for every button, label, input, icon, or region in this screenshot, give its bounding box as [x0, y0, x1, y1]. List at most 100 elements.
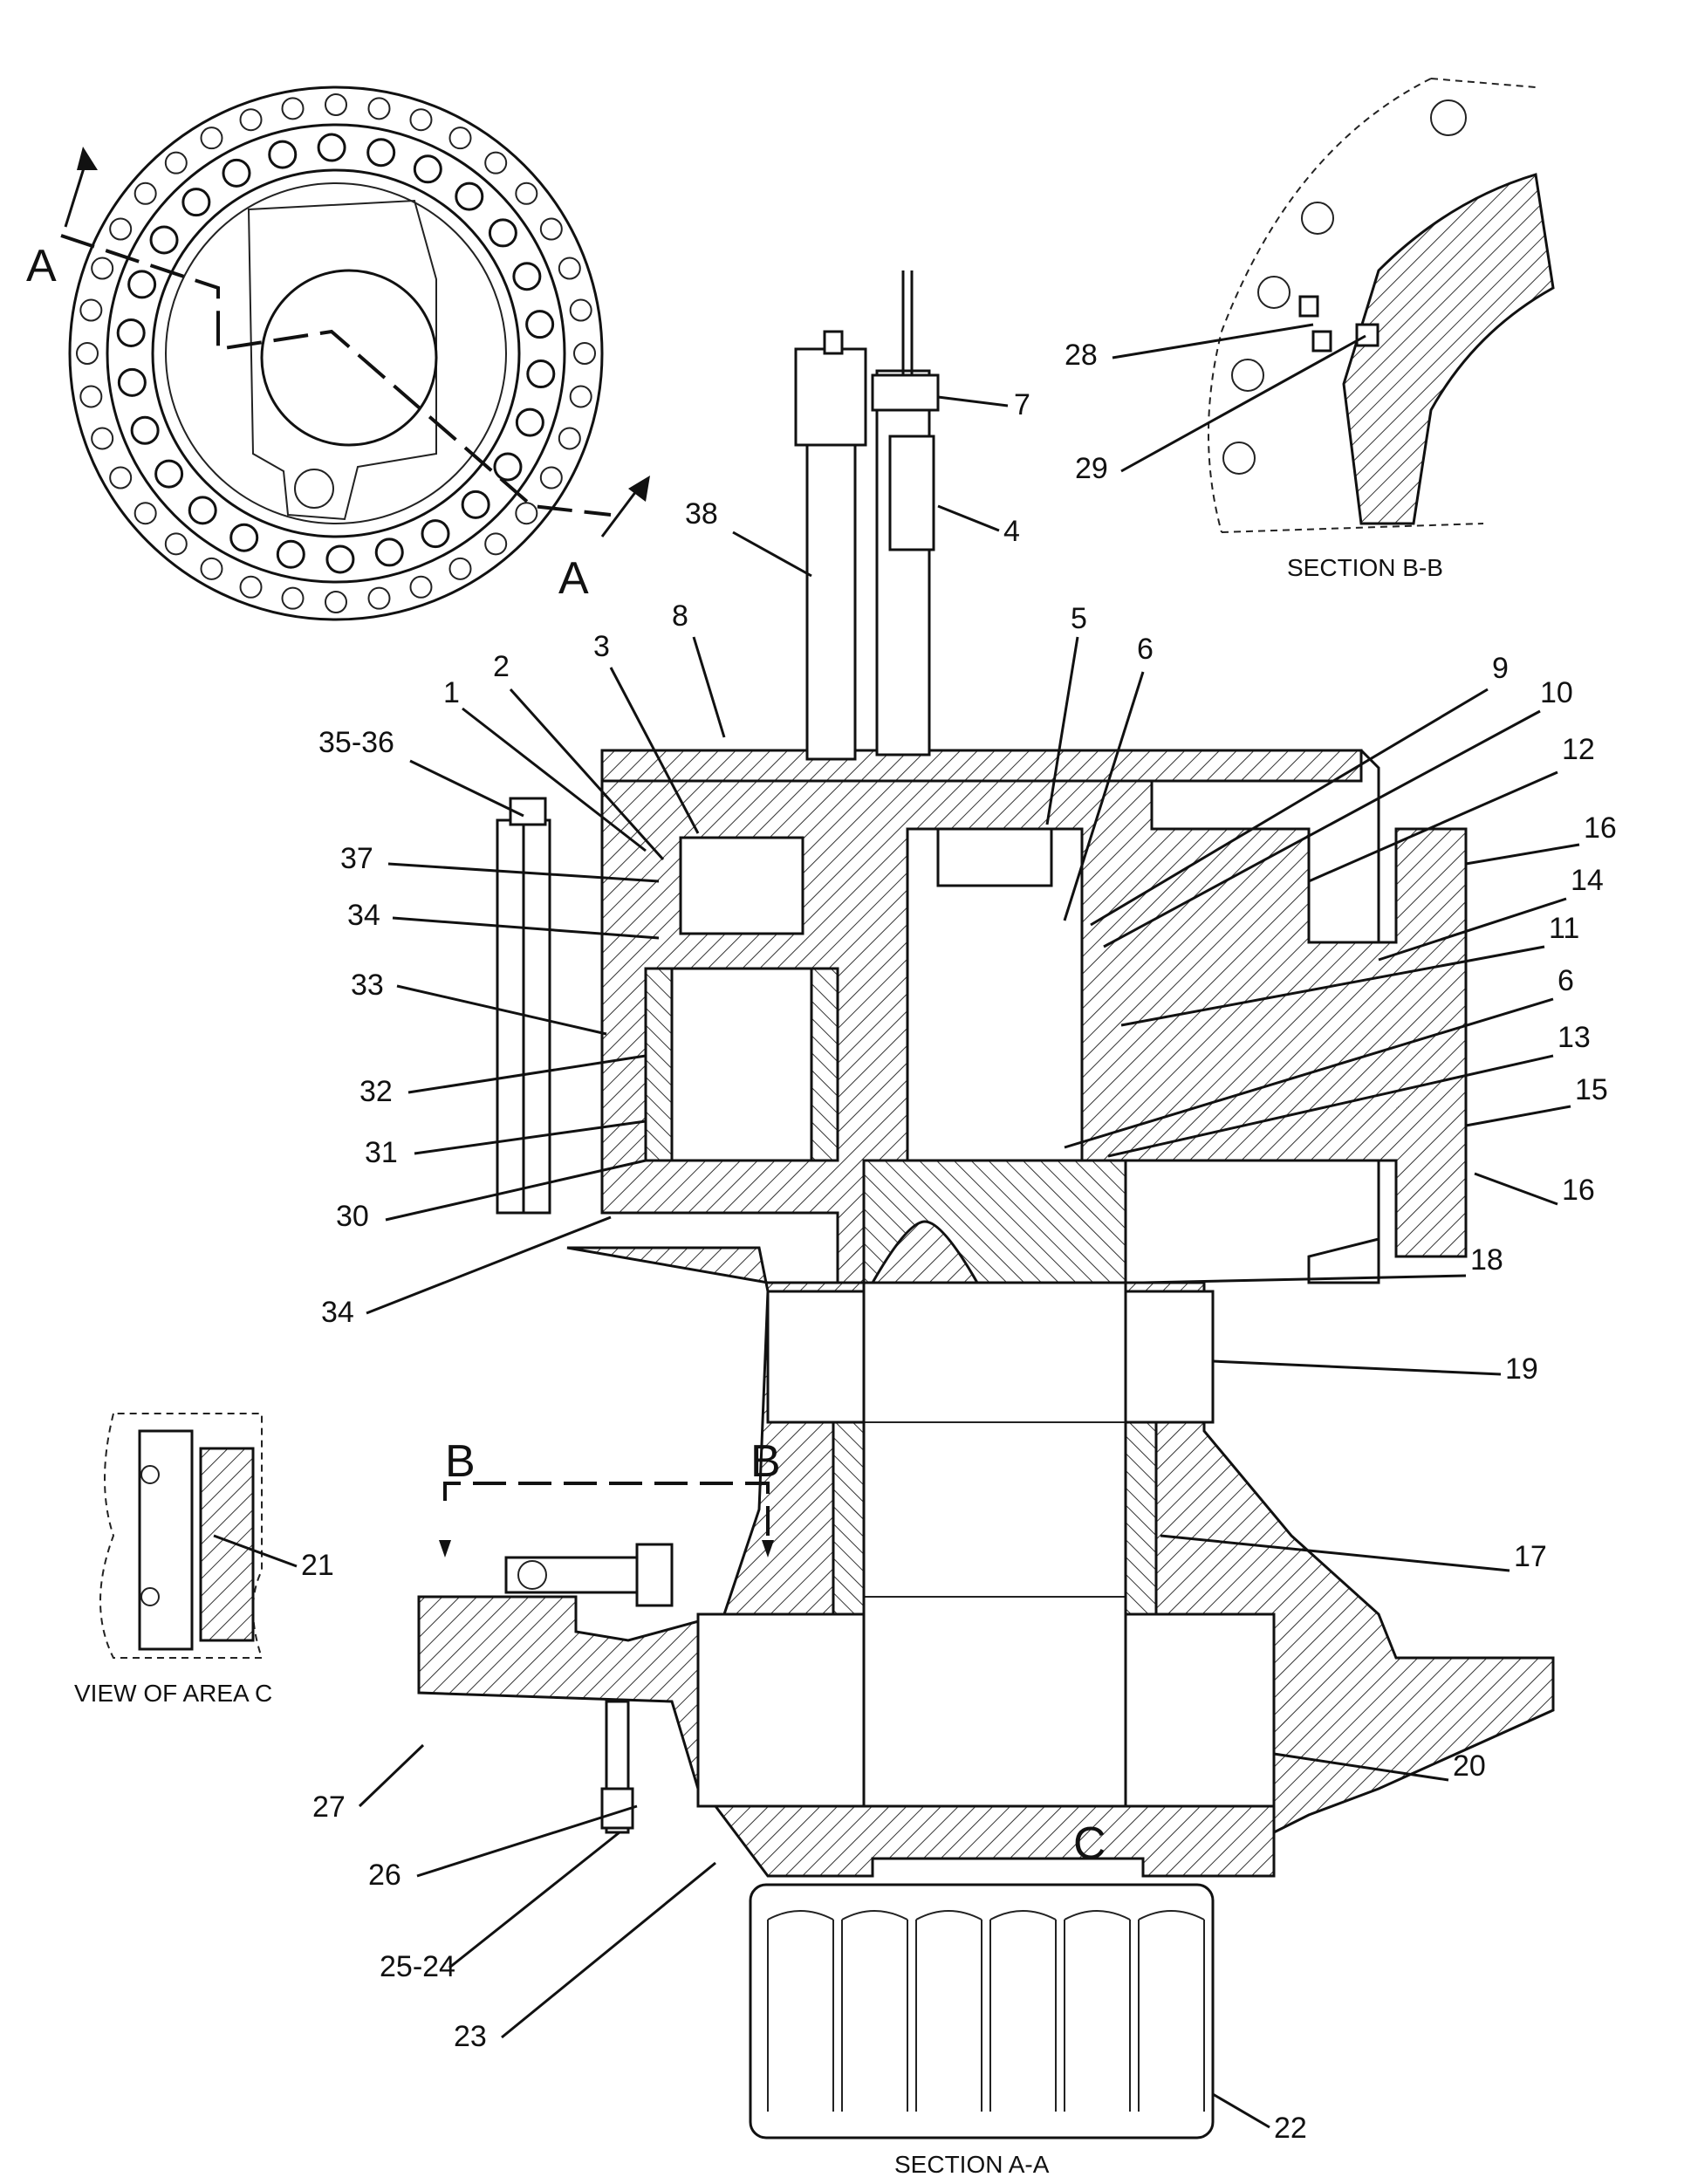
bolt-hole — [134, 181, 157, 205]
bolt-hole — [127, 270, 157, 299]
section-aa-caption: SECTION A-A — [894, 2151, 1050, 2178]
bolt-hole — [109, 466, 133, 490]
callout-leader-line — [1212, 2092, 1270, 2129]
callout-leader-line — [462, 707, 647, 852]
callout-20: 20 — [1453, 1749, 1486, 1783]
callout-7: 7 — [1014, 388, 1030, 421]
bolt-hole — [200, 127, 223, 150]
callout-leaders — [213, 323, 1580, 2129]
callout-leader-line — [1120, 334, 1366, 473]
callout-37: 37 — [340, 842, 373, 875]
callout-leader-line — [416, 1804, 638, 1878]
callout-9: 9 — [1492, 652, 1509, 685]
bolt-hole — [569, 385, 592, 408]
callout-leader-line — [609, 667, 700, 834]
callout-26: 26 — [368, 1859, 401, 1892]
section-b-right-marker: B — [750, 1436, 781, 1487]
bolt-hole — [573, 342, 596, 365]
callout-leader-line — [1465, 1105, 1571, 1127]
bolt-hole — [229, 523, 259, 552]
callout-10: 10 — [1540, 676, 1573, 709]
callout-leader-line — [213, 1534, 298, 1568]
gear-tooth — [767, 1910, 834, 2112]
bolt-hole — [188, 496, 217, 525]
callout-28: 28 — [1065, 339, 1098, 372]
callout-labels: 1 2 3 4 5 6 7 8 9 10 12 16 14 11 6 13 15… — [301, 339, 1617, 2145]
callout-leader-line — [1465, 843, 1580, 866]
bolt-hole — [558, 257, 581, 280]
callout-leader-line — [1103, 709, 1541, 948]
section-b-left-marker: B — [445, 1436, 476, 1487]
bolt-hole — [325, 544, 355, 574]
bolt-hole — [149, 225, 179, 255]
section-bb-caption: SECTION B-B — [1287, 554, 1443, 581]
callout-13: 13 — [1558, 1021, 1591, 1054]
bolt-hole — [91, 257, 114, 280]
callout-33: 33 — [351, 969, 384, 1002]
callout-leader-line — [937, 395, 1009, 407]
bolt-hole — [515, 502, 538, 525]
callout-4: 4 — [1003, 515, 1020, 548]
bolt-hole — [525, 310, 555, 339]
callout-35-36: 35-36 — [318, 726, 394, 759]
callout-leader-line — [1112, 323, 1314, 359]
bolt-hole — [134, 502, 157, 525]
bolt-hole — [448, 127, 472, 150]
bolt-hole — [268, 140, 298, 169]
bolt-hole — [154, 459, 184, 489]
callout-27: 27 — [312, 1790, 346, 1824]
bolt-hole — [539, 466, 563, 490]
bolt-hole — [488, 218, 517, 248]
callout-leader-line — [409, 759, 524, 818]
callout-leader-line — [1273, 1752, 1449, 1782]
section-bb-view — [1208, 78, 1555, 533]
callout-leader-line — [1045, 636, 1079, 825]
bolt-hole — [222, 158, 251, 188]
bolt-hole — [116, 318, 146, 347]
callout-34-upper: 34 — [347, 899, 380, 932]
bolt-hole — [130, 415, 160, 445]
callout-5: 5 — [1071, 602, 1087, 635]
callout-23: 23 — [454, 2020, 487, 2053]
bolt-hole — [239, 108, 263, 132]
area-c-marker: C — [1073, 1818, 1106, 1869]
callout-leader-line — [1063, 671, 1145, 921]
bolt-hole — [493, 452, 523, 482]
callout-3: 3 — [593, 630, 610, 663]
bolt-hole — [515, 407, 544, 437]
callout-16-upper: 16 — [1584, 811, 1617, 845]
bolt-hole — [367, 97, 391, 120]
gear-tooth — [1064, 1910, 1131, 2112]
callout-21: 21 — [301, 1549, 334, 1582]
callout-25-24: 25-24 — [380, 1950, 455, 1983]
bolt-hole — [455, 181, 484, 211]
bolt-hole — [79, 385, 103, 408]
bolt-hole — [325, 93, 347, 116]
callout-leader-line — [1120, 945, 1545, 1027]
callout-6-lower: 6 — [1558, 964, 1574, 997]
callout-30: 30 — [336, 1200, 369, 1233]
gear-tooth — [841, 1910, 908, 2112]
callout-leader-line — [407, 1054, 647, 1094]
callout-leader-line — [1107, 1054, 1554, 1158]
bolt-hole — [76, 342, 99, 365]
callout-38: 38 — [685, 497, 718, 531]
callout-15: 15 — [1575, 1073, 1608, 1106]
bolt-hole — [421, 519, 450, 549]
callout-leader-line — [1142, 1274, 1467, 1284]
callout-leader-line — [937, 504, 1000, 532]
callout-19: 19 — [1505, 1352, 1538, 1386]
callout-leader-line — [396, 984, 607, 1036]
area-c-detail — [99, 1413, 264, 1659]
bolt-hole — [109, 217, 133, 241]
bolt-hole — [367, 586, 391, 610]
callout-11: 11 — [1549, 912, 1579, 945]
callout-31: 31 — [365, 1136, 398, 1169]
bolt-hole — [526, 359, 556, 389]
callout-leader-line — [1308, 770, 1558, 883]
gear-tooth — [1138, 1910, 1205, 2112]
callout-leader-line — [509, 688, 665, 861]
bolt-hole — [539, 217, 563, 241]
bolt-hole — [461, 490, 490, 519]
